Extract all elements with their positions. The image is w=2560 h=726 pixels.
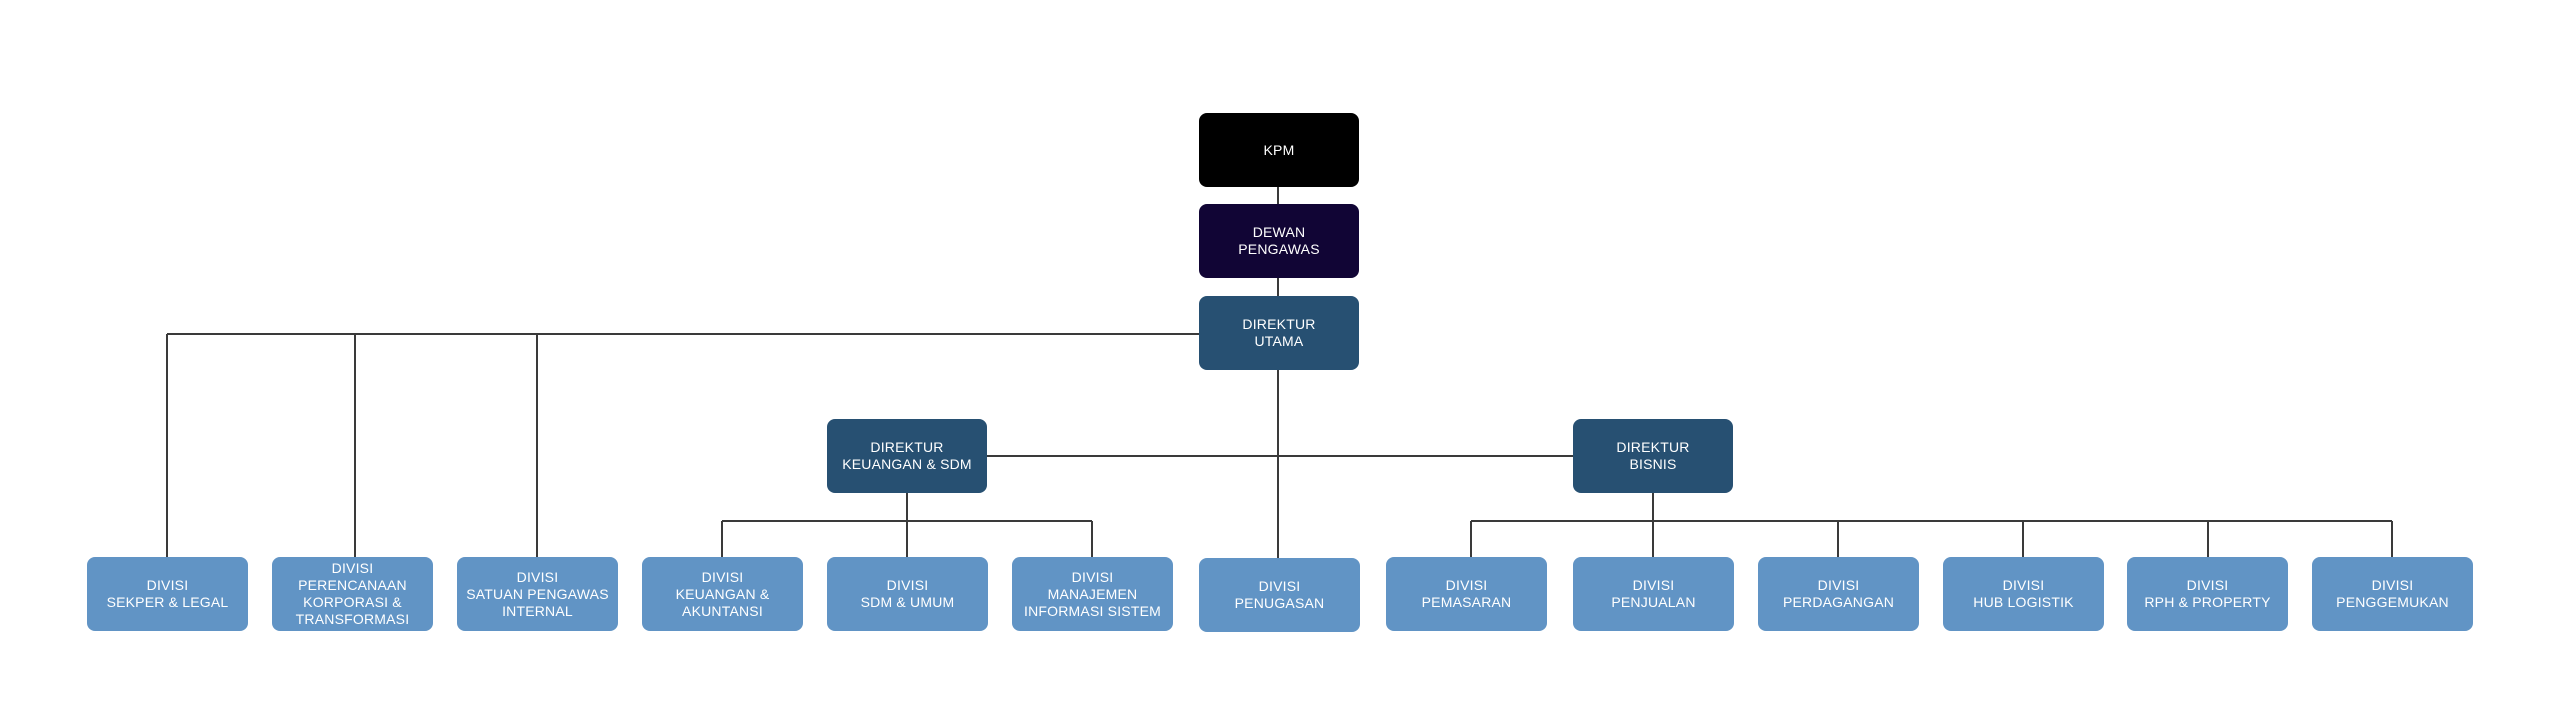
node-label-line: DIVISI — [2002, 577, 2045, 593]
node-label-line: TRANSFORMASI — [295, 611, 410, 627]
node-label-line: INTERNAL — [502, 602, 573, 619]
node-label-line: DIVISI — [1071, 568, 1114, 585]
node-label-line: PERDAGANGAN — [1782, 594, 1895, 610]
node-label-line: PEMASARAN — [1421, 594, 1512, 610]
node-label-line: DIVISI — [516, 568, 559, 585]
node-label-line: PENGAWAS — [1238, 241, 1320, 257]
node-label-line: KORPORASI & — [303, 594, 402, 610]
node-label-line: PENJUALAN — [1611, 594, 1696, 610]
node-label-line: SEKPER & LEGAL — [106, 594, 229, 610]
node-label-line: DEWAN — [1252, 224, 1306, 240]
node-label-line: PERENCANAAN — [298, 577, 407, 593]
node-label-line: BISNIS — [1629, 456, 1677, 472]
node-label-line: DIVISI — [1632, 577, 1675, 593]
node-label-line: KEUANGAN & — [675, 585, 770, 602]
node-label-line: KEUANGAN & SDM — [842, 456, 972, 472]
node-label-line: INFORMASI SISTEM — [1024, 602, 1161, 619]
node-label-line: DIVISI — [146, 577, 189, 593]
node-label-line: UTAMA — [1254, 333, 1304, 349]
node-label-line: SATUAN PENGAWAS — [466, 585, 609, 602]
node-label-line: PENUGASAN — [1234, 595, 1325, 611]
node-label-line: AKUNTANSI — [682, 602, 763, 619]
node-label-line: KPM — [1263, 141, 1295, 158]
node-label-line: HUB LOGISTIK — [1973, 594, 2074, 610]
node-label-line: DIREKTUR — [870, 439, 944, 455]
node-label-line: DIVISI — [701, 568, 744, 585]
node-label-line: SDM & UMUM — [860, 594, 955, 610]
node-label-line: DIVISI — [331, 560, 374, 576]
node-label-line: DIREKTUR — [1242, 316, 1316, 332]
node-label-line: MANAJEMEN — [1047, 585, 1138, 602]
node-label-line: DIVISI — [2371, 577, 2414, 593]
node-kpm: KPM — [1199, 113, 1359, 187]
node-label-line: DIVISI — [1258, 578, 1301, 594]
node-label-line: DIVISI — [886, 577, 929, 593]
node-label-line: DIVISI — [2186, 577, 2229, 593]
node-label-line: DIVISI — [1445, 577, 1488, 593]
node-label-line: PENGGEMUKAN — [2336, 594, 2449, 610]
node-label-line: RPH & PROPERTY — [2144, 594, 2271, 610]
node-label-line: DIREKTUR — [1616, 439, 1690, 455]
node-label-line: DIVISI — [1817, 577, 1860, 593]
